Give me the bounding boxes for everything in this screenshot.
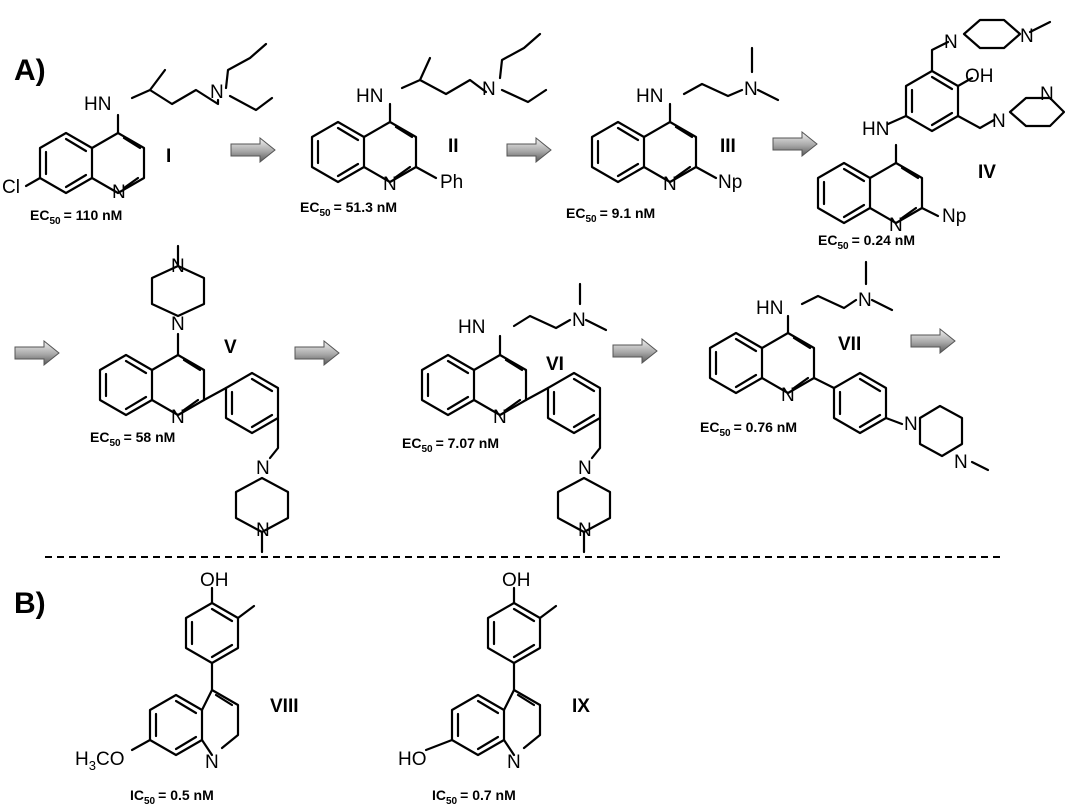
- compound-viii-structure: OH N H3CO: [75, 570, 256, 773]
- compound-ix-ic50: IC50= 0.7 nM: [432, 787, 516, 806]
- progress-arrow-3: [772, 131, 818, 157]
- compound-ii-structure: HN N N Ph: [310, 32, 548, 195]
- compound-viii-ic50: IC50= 0.5 nM: [130, 787, 214, 806]
- svg-text:N: N: [1020, 26, 1034, 47]
- svg-text:HO: HO: [398, 749, 427, 770]
- progress-arrow-1: [230, 137, 276, 163]
- svg-text:Ph: Ph: [440, 172, 463, 193]
- compound-vi-ec50: EC50= 7.07 nM: [402, 435, 499, 455]
- svg-text:Cl: Cl: [2, 177, 20, 198]
- atom-label: HN N Np OH N N N N: [862, 26, 1054, 236]
- svg-text:N: N: [572, 310, 586, 331]
- panel-a-label: A): [14, 54, 46, 87]
- progress-arrow-4: [14, 340, 60, 366]
- svg-text:OH: OH: [965, 66, 994, 87]
- atom-label: HN N N Ph: [356, 79, 496, 195]
- svg-text:N: N: [171, 314, 185, 335]
- svg-text:N: N: [210, 82, 224, 103]
- compound-iv-structure: HN N Np OH N N N N: [816, 18, 1065, 236]
- svg-text:N: N: [383, 174, 397, 195]
- svg-text:N: N: [663, 174, 677, 195]
- svg-text:HN: HN: [356, 86, 383, 107]
- svg-text:OH: OH: [502, 570, 531, 591]
- svg-text:N: N: [781, 385, 795, 406]
- panel-b-label: B): [14, 587, 46, 620]
- compound-v-ec50: EC50= 58 nM: [90, 429, 175, 449]
- svg-text:HN: HN: [862, 119, 889, 140]
- compound-i-ec50: EC50= 110 nM: [30, 207, 122, 227]
- svg-text:N: N: [992, 111, 1006, 132]
- progress-arrow-2: [506, 137, 552, 163]
- svg-text:N: N: [205, 752, 219, 773]
- svg-text:N: N: [889, 215, 903, 236]
- compound-vii-label: VII: [838, 334, 861, 355]
- atom-label: HN N N Np: [636, 79, 758, 195]
- svg-text:N: N: [256, 458, 270, 479]
- progress-arrow-5: [294, 340, 340, 366]
- svg-text:N: N: [256, 520, 270, 541]
- compound-iv-label: IV: [978, 162, 996, 183]
- svg-text:N: N: [507, 752, 521, 773]
- compound-i-label: I: [166, 146, 171, 167]
- compound-v-structure: N N N N N: [98, 244, 290, 554]
- svg-text:N: N: [578, 458, 592, 479]
- svg-text:H3CO: H3CO: [75, 749, 124, 773]
- svg-text:Np: Np: [718, 172, 742, 193]
- compound-iv-ec50: EC50= 0.24 nM: [818, 232, 915, 252]
- svg-text:HN: HN: [458, 317, 485, 338]
- svg-text:N: N: [482, 79, 496, 100]
- atom-label: HN N N N N: [458, 310, 592, 541]
- svg-text:N: N: [171, 256, 185, 277]
- svg-text:N: N: [112, 182, 126, 203]
- progress-arrow-7: [910, 328, 956, 354]
- atom-label: N N N N N: [171, 256, 270, 541]
- svg-text:N: N: [744, 79, 758, 100]
- atom-label: HN N N Cl: [2, 82, 224, 203]
- compound-vii-ec50: EC50= 0.76 nM: [700, 419, 797, 439]
- svg-text:N: N: [904, 414, 918, 435]
- svg-text:HN: HN: [84, 94, 111, 115]
- compound-viii-label: VIII: [270, 696, 299, 717]
- atom-label: OH N HO: [398, 570, 531, 773]
- svg-text:N: N: [578, 520, 592, 541]
- compound-iii-label: III: [720, 136, 736, 157]
- compound-ix-structure: OH N HO: [398, 570, 558, 773]
- atom-label: OH N H3CO: [75, 570, 229, 773]
- compound-iii-ec50: EC50= 9.1 nM: [566, 205, 655, 225]
- compound-vi-structure: HN N N N N: [420, 282, 612, 554]
- svg-text:HN: HN: [636, 86, 663, 107]
- svg-text:HN: HN: [756, 298, 783, 319]
- compound-iii-structure: HN N N Np: [590, 46, 780, 195]
- svg-text:N: N: [171, 407, 185, 428]
- atom-label: HN N N N N: [756, 290, 968, 473]
- compound-ii-label: II: [448, 136, 459, 157]
- svg-text:N: N: [858, 290, 872, 311]
- svg-text:N: N: [493, 407, 507, 428]
- svg-text:Np: Np: [942, 206, 966, 227]
- svg-text:N: N: [1040, 84, 1054, 105]
- compound-vi-label: VI: [546, 354, 564, 375]
- compound-i-structure: HN N N Cl: [2, 42, 274, 203]
- compound-v-label: V: [224, 337, 237, 358]
- svg-text:N: N: [954, 452, 968, 473]
- svg-text:N: N: [944, 32, 958, 53]
- compound-vii-structure: HN N N N N: [708, 260, 990, 473]
- compound-ix-label: IX: [572, 696, 590, 717]
- compound-ii-ec50: EC50= 51.3 nM: [300, 199, 397, 219]
- progress-arrow-6: [612, 338, 658, 364]
- svg-text:OH: OH: [200, 570, 229, 591]
